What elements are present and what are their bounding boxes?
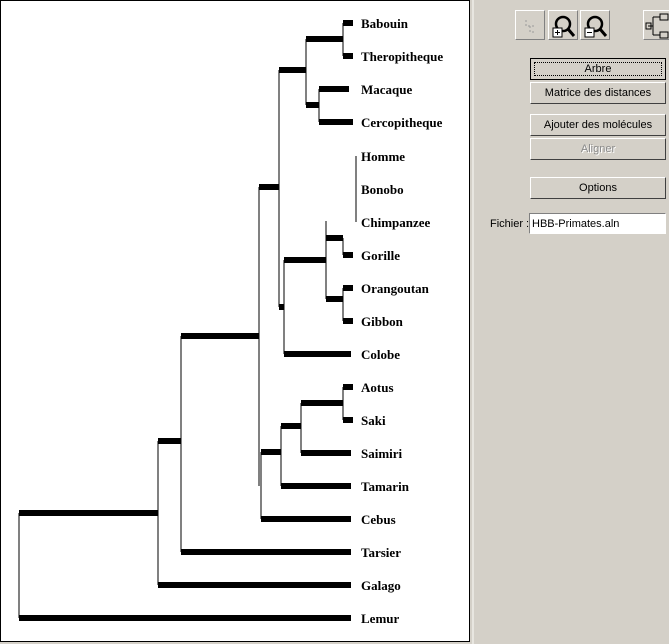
file-label: Fichier : [490, 218, 530, 230]
taxon-label-saki[interactable]: Saki [361, 413, 386, 428]
taxon-label-babouin[interactable]: Babouin [361, 16, 409, 31]
taxon-label-tarsier[interactable]: Tarsier [361, 545, 401, 560]
options-button[interactable]: Options [530, 177, 666, 199]
tree-select-tool[interactable] [515, 10, 545, 40]
taxon-label-cebus[interactable]: Cebus [361, 512, 396, 527]
zoom-in-icon [552, 15, 576, 38]
taxon-label-orangoutan[interactable]: Orangoutan [361, 281, 430, 296]
tree-select-icon [525, 20, 536, 33]
taxon-label-homme[interactable]: Homme [361, 149, 405, 164]
add-molecules-button[interactable]: Ajouter des molécules [530, 114, 666, 136]
distance-matrix-button[interactable]: Matrice des distances [530, 82, 666, 104]
taxon-label-chimpanzee[interactable]: Chimpanzee [361, 215, 431, 230]
taxon-label-galago[interactable]: Galago [361, 578, 401, 593]
zoom-out-icon [584, 15, 608, 38]
control-panel: Arbre Matrice des distances Ajouter des … [472, 0, 669, 644]
taxon-label-aotus[interactable]: Aotus [361, 380, 394, 395]
taxon-label-theropitheque[interactable]: Theropitheque [361, 49, 443, 64]
taxon-label-colobe[interactable]: Colobe [361, 347, 400, 362]
zoom-in-button[interactable] [548, 10, 578, 40]
taxon-label-macaque[interactable]: Macaque [361, 82, 413, 97]
zoom-out-button[interactable] [580, 10, 610, 40]
arbre-button[interactable]: Arbre [530, 58, 666, 80]
taxon-label-bonobo[interactable]: Bonobo [361, 182, 404, 197]
taxon-label-gorille[interactable]: Gorille [361, 248, 400, 263]
phylogenetic-tree: BabouinTheropithequeMacaqueCercopitheque… [18, 16, 443, 626]
file-field[interactable] [529, 213, 666, 234]
tree-layout-button[interactable] [643, 10, 669, 40]
align-button: Aligner [530, 138, 666, 160]
taxon-label-gibbon[interactable]: Gibbon [361, 314, 404, 329]
tree-layout-icon [645, 13, 669, 39]
taxon-label-cercopitheque[interactable]: Cercopitheque [361, 115, 443, 130]
taxon-label-tamarin[interactable]: Tamarin [361, 479, 410, 494]
taxon-label-saimiri[interactable]: Saimiri [361, 446, 403, 461]
taxon-label-lemur[interactable]: Lemur [361, 611, 400, 626]
